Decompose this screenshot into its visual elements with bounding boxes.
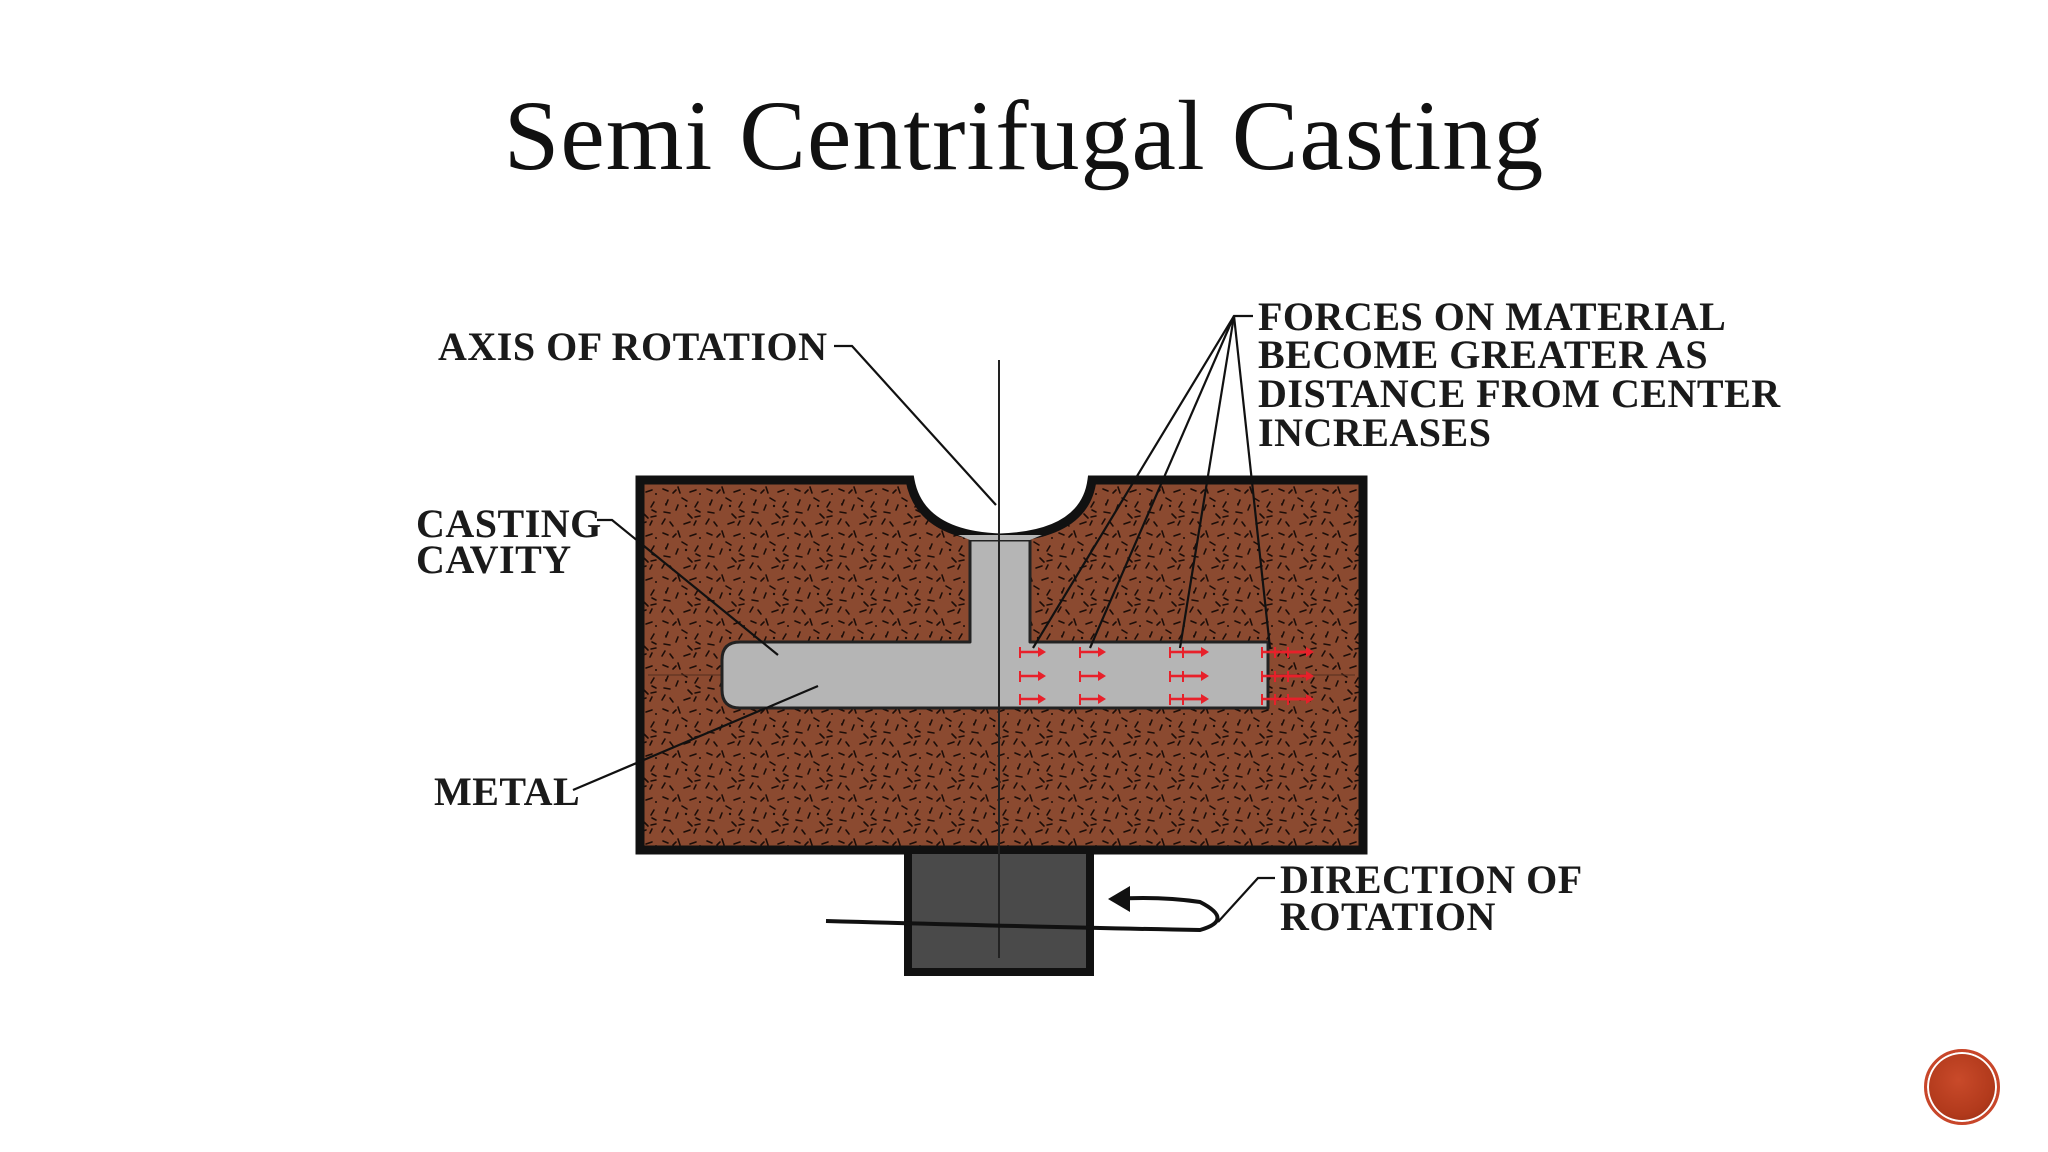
force-arrowhead-icon (1098, 671, 1106, 681)
slide-title: Semi Centrifugal Casting (503, 80, 1545, 191)
force-arrows (1019, 647, 1314, 705)
metal-leader-line (572, 684, 819, 792)
force-arrowhead-icon (1201, 671, 1209, 681)
cavity-leader-line (597, 518, 779, 656)
force-arrowhead-icon (1098, 694, 1106, 704)
force-arrowhead-icon (1098, 647, 1106, 657)
force-arrowhead-icon (1201, 694, 1209, 704)
next-slide-circle-icon[interactable] (1924, 1049, 2000, 1125)
force-arrowhead-icon (1306, 694, 1314, 704)
metal-casting (720, 538, 1270, 710)
force-arrowhead-icon (1038, 647, 1046, 657)
rotation-arrowhead-icon (1108, 886, 1130, 912)
force-arrowhead-icon (1201, 647, 1209, 657)
label-direction-of: DIRECTION OF (1280, 857, 1583, 902)
rotation-leader-line (1217, 876, 1275, 923)
axis-leader-line (834, 344, 997, 506)
label-rotation: ROTATION (1280, 894, 1496, 939)
label-casting: CASTING (416, 501, 602, 546)
forces-leader-line-4 (1232, 315, 1272, 649)
rotation-arrow (825, 896, 1220, 933)
label-cavity: CAVITY (416, 537, 572, 582)
label-forces-line-4: INCREASES (1258, 410, 1491, 455)
force-arrowhead-icon (1306, 671, 1314, 681)
force-arrowhead-icon (1306, 647, 1314, 657)
force-arrowhead-icon (1038, 694, 1046, 704)
label-forces-line-2: BECOME GREATER AS (1258, 332, 1708, 377)
force-arrowhead-icon (1038, 671, 1046, 681)
label-metal: METAL (434, 769, 580, 814)
label-axis-of-rotation: AXIS OF ROTATION (438, 324, 828, 369)
label-forces-line-1: FORCES ON MATERIAL (1258, 294, 1726, 339)
forces-leader-line-3 (1178, 315, 1236, 649)
label-forces-line-3: DISTANCE FROM CENTER (1258, 371, 1781, 416)
forces-leader-line-2 (1088, 315, 1236, 649)
